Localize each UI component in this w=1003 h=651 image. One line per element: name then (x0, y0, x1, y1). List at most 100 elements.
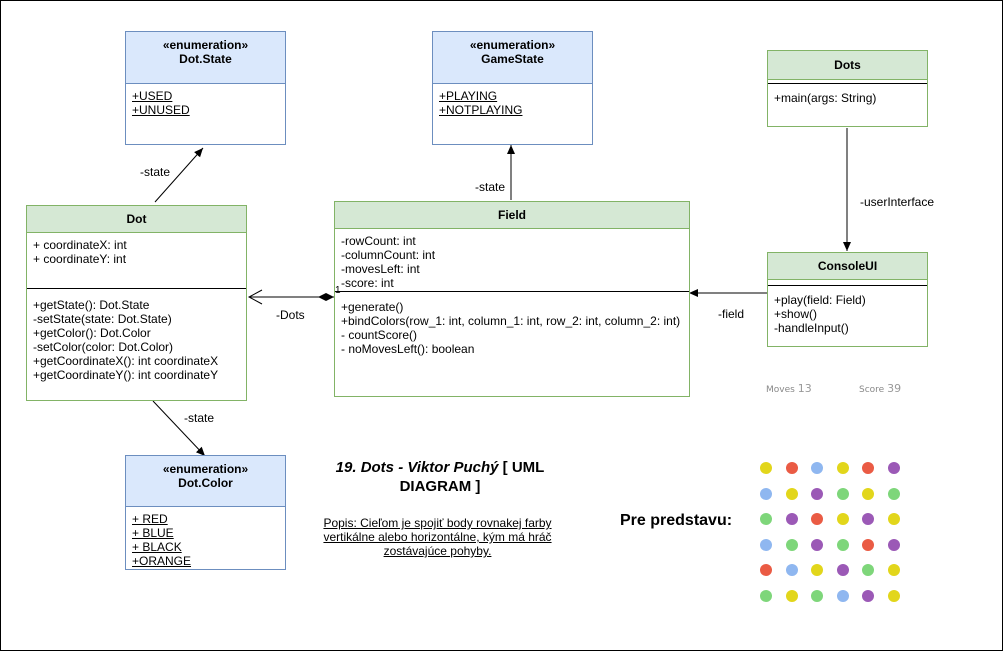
relation-label-dots: -Dots (276, 308, 305, 322)
preview-dot-red (760, 564, 772, 576)
preview-dot-purple (811, 487, 823, 500)
diagram-title: 19. Dots - Viktor Puchý [ UML DIAGRAM ] (300, 458, 580, 496)
moves-stat: Moves 13 (766, 382, 812, 395)
class-attribute: -columnCount: int (341, 248, 436, 262)
preview-label: Pre predstavu: (620, 512, 733, 529)
preview-dot-blue (836, 589, 849, 602)
class-method: +main(args: String) (774, 91, 877, 105)
preview-dot-yellow (836, 462, 849, 474)
relation-label-user-interface: -userInterface (860, 195, 935, 209)
preview-dot-purple (862, 589, 874, 602)
class-method: +show() (774, 307, 818, 321)
preview-dot-green (760, 589, 772, 602)
enum-value: +NOTPLAYING (439, 103, 523, 117)
preview-dot-red (862, 538, 874, 551)
enum-dot-color: «enumeration» Dot.Color + RED + BLUE + B… (125, 455, 286, 570)
class-field-name: Field (335, 202, 689, 229)
title-rest: [ UML DIAGRAM ] (399, 459, 545, 495)
class-dot-name: Dot (27, 206, 246, 233)
class-dots-name: Dots (768, 51, 927, 80)
class-method: -setColor(color: Dot.Color) (33, 340, 174, 354)
class-dots: Dots +main(args: String) (767, 50, 928, 127)
enum-dot-color-name: Dot.Color (178, 476, 233, 490)
score-value: 39 (887, 382, 902, 395)
preview-dot-green (811, 589, 823, 602)
class-method: +getCoordinateY(): int coordinateY (33, 368, 219, 382)
preview-dot-purple (887, 462, 900, 474)
enum-game-state-name: GameState (481, 52, 544, 66)
preview-dot-red (785, 462, 798, 474)
class-attribute: -movesLeft: int (341, 262, 420, 276)
preview-dot-green (836, 487, 849, 500)
preview-dot-yellow (887, 564, 900, 576)
enum-value: + BLACK (132, 540, 182, 554)
preview-dot-green (887, 487, 900, 500)
preview-dot-blue (760, 487, 772, 500)
preview-dot-purple (811, 538, 823, 551)
class-console-ui-name: ConsoleUI (768, 253, 927, 280)
enum-value: +PLAYING (439, 89, 498, 103)
relation-label-dot-color: -state (184, 411, 215, 425)
class-attribute: + coordinateY: int (33, 252, 127, 266)
class-method: +generate() (341, 300, 404, 314)
moves-value: 13 (797, 382, 812, 395)
class-dot: Dot + coordinateX: int + coordinateY: in… (26, 205, 247, 401)
preview-dot-blue (760, 538, 772, 551)
class-method: - countScore() (341, 328, 418, 342)
enum-value: + BLUE (132, 526, 174, 540)
preview-dot-purple (836, 564, 849, 576)
dot-to-state-line (154, 147, 204, 203)
relation-label-game-state: -state (475, 180, 506, 194)
preview-dot-blue (785, 564, 798, 576)
preview-dot-purple (785, 513, 798, 525)
enum-value: +UNUSED (132, 103, 190, 117)
class-console-ui: ConsoleUI +play(field: Field) +show() -h… (767, 252, 928, 347)
dot-to-color-line (152, 400, 206, 457)
preview-dot-yellow (785, 487, 798, 500)
preview-dot-yellow (811, 564, 823, 576)
preview-dot-yellow (760, 462, 772, 474)
preview-dot-yellow (887, 513, 900, 525)
class-attribute: -score: int (341, 276, 394, 290)
preview-dot-yellow (836, 513, 849, 525)
enum-value: +ORANGE (132, 554, 192, 568)
composition-diamond (318, 293, 334, 301)
preview-dot-green (785, 538, 798, 551)
enum-dot-color-stereotype: «enumeration» (162, 462, 249, 476)
class-method: -setState(state: Dot.State) (33, 312, 172, 326)
class-method: +getState(): Dot.State (33, 298, 150, 312)
class-method: +play(field: Field) (774, 293, 866, 307)
preview-dot-green (862, 564, 874, 576)
title-italic: 19. Dots - Viktor Puchý (335, 459, 499, 476)
class-method: - noMovesLeft(): boolean (341, 342, 475, 356)
score-stat: Score 39 (859, 382, 901, 395)
dot-open-arrowhead (247, 289, 263, 305)
diagram-description: Popis: Cieľom je spojiť body rovnakej fa… (323, 516, 552, 558)
enum-value: + RED (132, 512, 168, 526)
score-label: Score (859, 385, 885, 395)
moves-label: Moves (766, 385, 795, 395)
class-method: -handleInput() (774, 321, 849, 335)
preview-dot-yellow (785, 589, 798, 602)
preview-dot-blue (811, 462, 823, 474)
class-attribute: -rowCount: int (341, 234, 416, 248)
preview-dot-yellow (862, 487, 874, 500)
enum-dot-state-name: Dot.State (179, 52, 232, 66)
enum-dot-state-stereotype: «enumeration» (162, 38, 249, 52)
class-method: +bindColors(row_1: int, column_1: int, r… (341, 314, 681, 328)
preview-dot-green (760, 513, 772, 525)
class-method: +getCoordinateX(): int coordinateX (33, 354, 219, 368)
relation-label-dot-state: -state (140, 165, 171, 179)
enum-value: +USED (132, 89, 173, 103)
class-field: Field -rowCount: int -columnCount: int -… (334, 201, 690, 397)
preview-dot-red (862, 462, 874, 474)
enum-dot-state: «enumeration» Dot.State +USED +UNUSED (125, 31, 286, 145)
preview-dot-purple (862, 513, 874, 525)
class-attribute: + coordinateX: int (33, 238, 127, 252)
preview-dot-green (836, 538, 849, 551)
enum-game-state-stereotype: «enumeration» (469, 38, 556, 52)
preview-dot-red (811, 513, 823, 525)
enum-game-state: «enumeration» GameState +PLAYING +NOTPLA… (432, 31, 593, 145)
multiplicity-label: 1 (335, 285, 341, 296)
